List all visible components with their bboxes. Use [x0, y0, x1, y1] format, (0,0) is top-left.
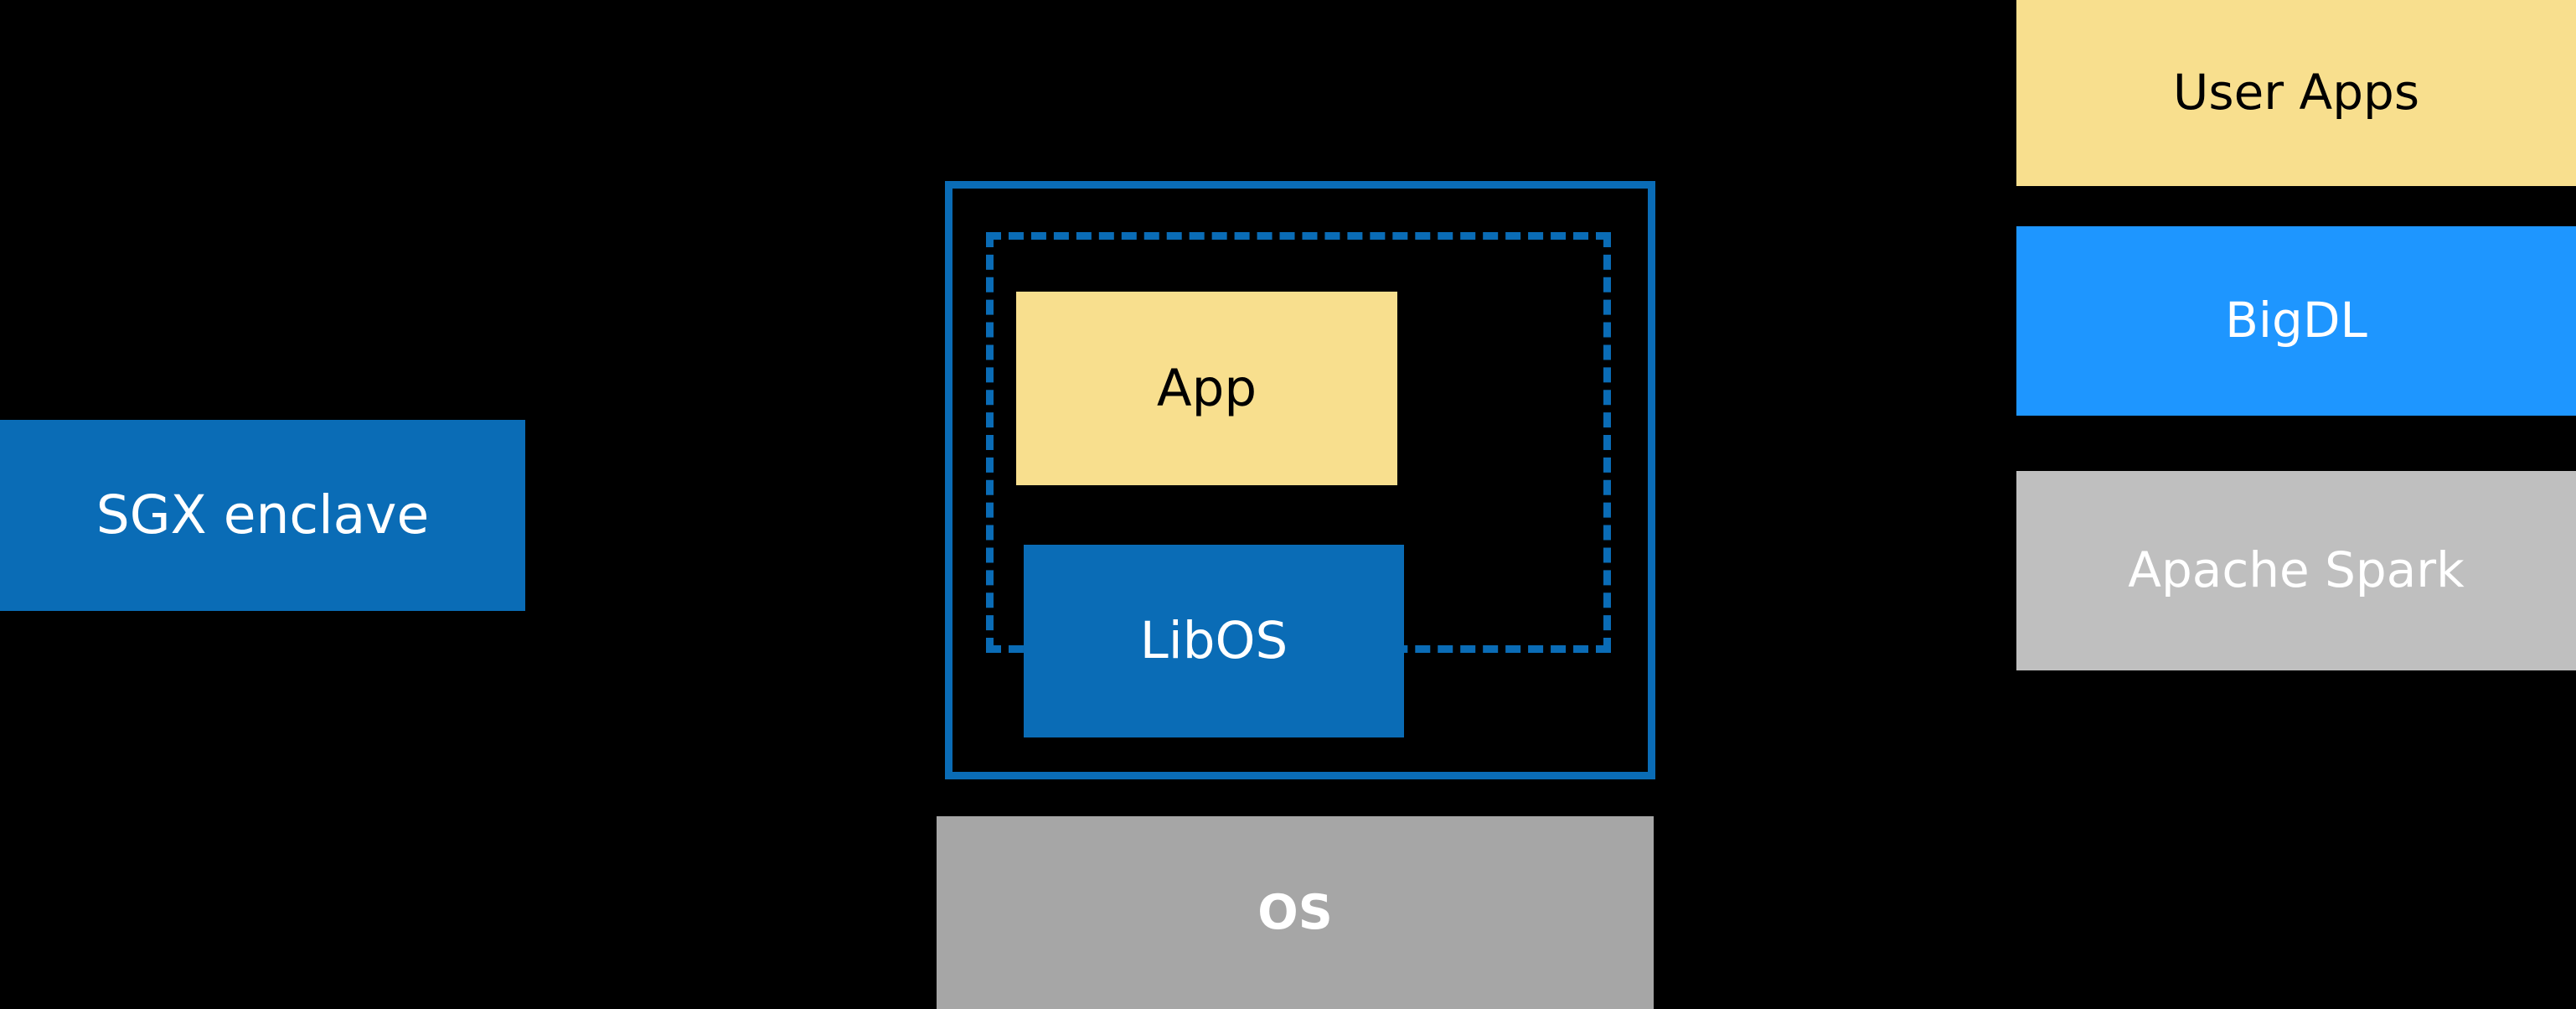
user-apps-box[interactable]: User Apps [2016, 0, 2576, 186]
sgx-enclave-label: SGX enclave [96, 484, 430, 546]
enclave-frame-solid [945, 181, 1655, 779]
bigdl-label: BigDL [2225, 292, 2367, 349]
app-label: App [1156, 358, 1257, 418]
connector-sgx-enclave-to-frame [523, 478, 946, 523]
app-box[interactable]: App [1016, 292, 1397, 485]
apache-spark-label: Apache Spark [2128, 541, 2465, 599]
libos-box[interactable]: LibOS [1024, 545, 1404, 737]
bigdl-box[interactable]: BigDL [2016, 226, 2576, 416]
apache-spark-box[interactable]: Apache Spark [2016, 471, 2576, 670]
os-label: OS [1257, 884, 1333, 940]
os-box[interactable]: OS [937, 816, 1654, 1009]
sgx-enclave-box[interactable]: SGX enclave [0, 420, 525, 611]
user-apps-label: User Apps [2172, 64, 2420, 122]
libos-label: LibOS [1139, 611, 1288, 671]
